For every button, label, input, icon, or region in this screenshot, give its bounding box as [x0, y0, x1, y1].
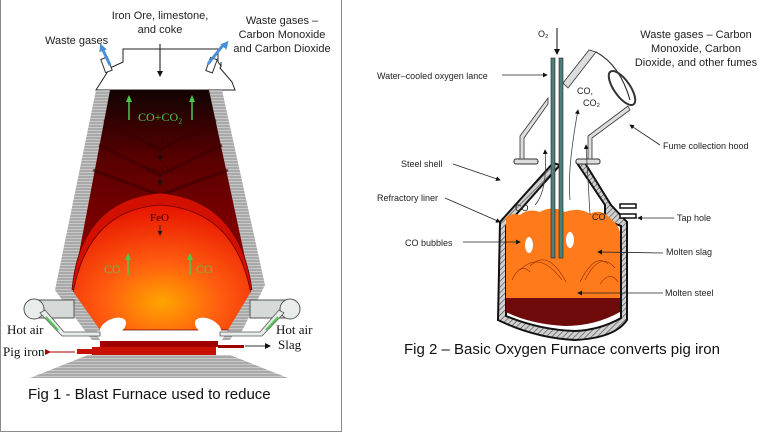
fume-collection-hood-left: [519, 96, 549, 160]
co-co2-label-a: CO,: [577, 86, 594, 96]
waste-gas-arrow-right: [206, 43, 226, 65]
co-bubble: [525, 237, 533, 253]
slag-tap: [218, 345, 244, 348]
input-label-line: Iron Ore, limestone,: [111, 10, 209, 22]
co-bubble: [566, 232, 574, 248]
hot-air-arrow-right: [265, 316, 279, 331]
bof-waste-gases-label: Waste gases – Carbon Monoxide, Carbon Di…: [626, 28, 766, 70]
figure2-caption: Fig 2 – Basic Oxygen Furnace converts pi…: [404, 341, 720, 358]
waste-gas-arrow-left: [100, 47, 112, 66]
slag-layer: [100, 341, 218, 347]
pig-iron-label: Pig iron: [3, 344, 45, 359]
fe2o3-label: Fe₂O₃: [146, 139, 173, 151]
input-label: Iron Ore, limestone, and coke: [100, 9, 220, 37]
input-label-line: and coke: [137, 24, 183, 36]
waste-label-line: Carbon Monoxide: [238, 29, 326, 41]
oxygen-lance: [550, 57, 556, 259]
o2-label: O₂: [538, 29, 549, 39]
waste-label-line: Dioxide, and other fumes: [634, 57, 758, 69]
furnace-wall-right: [209, 90, 265, 340]
furnace-hot-zone: [71, 204, 253, 331]
tuyere-flame-right: [194, 317, 222, 337]
hood-flange-right: [575, 158, 601, 165]
feo-label: FeO: [150, 212, 169, 224]
co-co2-label: CO+CO₂: [138, 110, 183, 124]
co-left-label: CO: [515, 203, 529, 213]
tuyere-flame-left: [99, 317, 127, 337]
fume-collection-hood-right: [587, 105, 631, 160]
waste-label-line: and Carbon Dioxide: [233, 43, 331, 55]
hot-air-arrow-left: [45, 316, 59, 331]
waste-label-line: Monoxide, Carbon: [651, 43, 741, 55]
blast-furnace-diagram: [23, 40, 301, 378]
hood-flange-left: [513, 158, 539, 165]
tap-hole: [619, 203, 637, 209]
furnace-base: [30, 355, 288, 378]
waste-gases-right-label: Waste gases – Carbon Monoxide and Carbon…: [228, 14, 336, 56]
tap-hole-label: Tap hole: [677, 213, 712, 223]
waste-gases-left-label: Waste gases: [45, 35, 109, 47]
waste-label-line: Waste gases –: [245, 15, 319, 27]
refractory-liner-label: Refractory liner: [377, 193, 439, 203]
pig-iron-tap: [77, 349, 97, 354]
slag-swirls: [511, 259, 619, 285]
molten-steel-label: Molten steel: [665, 288, 714, 298]
waste-label-line: Waste gases – Carbon: [640, 29, 752, 41]
co-right-label: CO: [592, 212, 606, 222]
steel-shell-label: Steel shell: [401, 159, 443, 169]
furnace-wall-left: [55, 90, 110, 340]
bof-steel-shell: [496, 161, 628, 342]
co-bubbles-label: CO bubbles: [405, 238, 453, 248]
pig-iron-layer: [92, 347, 216, 355]
co-co2-label-b: CO₂: [583, 98, 600, 108]
hot-air-right-label: Hot air: [276, 322, 313, 337]
hot-air-left-label: Hot air: [7, 322, 44, 337]
molten-steel: [506, 298, 620, 326]
hood-outlet: [607, 69, 637, 107]
molten-slag-label: Molten slag: [666, 247, 713, 257]
figure1-panel: [0, 0, 342, 432]
figure1-caption: Fig 1 - Blast Furnace used to reduce: [28, 386, 271, 403]
co-right-label: CO: [196, 262, 213, 276]
slag-label: Slag: [278, 337, 302, 352]
oxygen-lance-label: Water–cooled oxygen lance: [377, 71, 488, 81]
fe3o4-label: Fe₃O₄: [146, 163, 173, 175]
fume-hood-label: Fume collection hood: [663, 141, 749, 151]
co-left-label: CO: [104, 262, 121, 276]
